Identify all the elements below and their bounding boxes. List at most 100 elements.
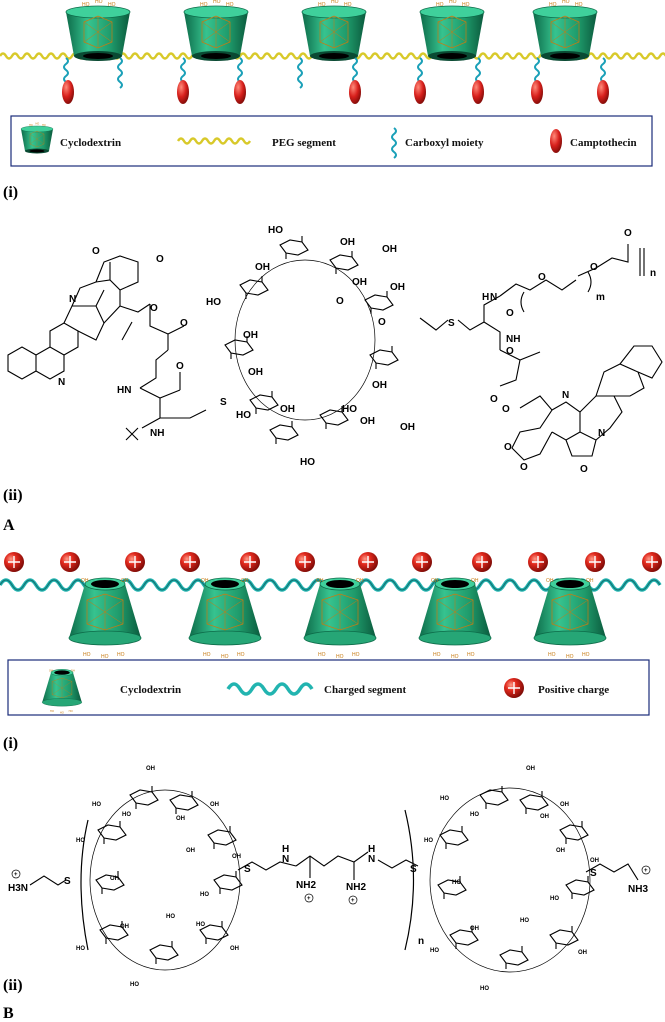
svg-text:S: S xyxy=(244,864,251,875)
camptothecin-2 xyxy=(177,80,189,104)
cd-unit-3 xyxy=(301,0,367,62)
svg-text:OH: OH xyxy=(230,946,239,952)
panel-b-label-i: (i) xyxy=(3,735,18,752)
charge-1 xyxy=(3,551,25,573)
camptothecin-4 xyxy=(349,80,361,104)
camptothecin-3 xyxy=(234,80,246,104)
svg-text:OH: OH xyxy=(372,380,387,391)
svg-text:HO: HO xyxy=(480,986,489,992)
svg-text:OH: OH xyxy=(248,367,263,378)
svg-text:O: O xyxy=(502,404,510,415)
panel-b-label-ii: (ii) xyxy=(3,977,23,994)
legend-a: Cyclodextrin PEG segment Carboxyl moiety… xyxy=(10,115,653,167)
svg-text:N: N xyxy=(598,428,605,439)
panel-a-label-ii: (ii) xyxy=(3,487,23,504)
svg-text:HO: HO xyxy=(424,838,433,844)
svg-text:HO: HO xyxy=(520,918,529,924)
b-left-cd-ring: OH HO HO OH OH HO OH OH OH HO OH HO HO H… xyxy=(76,766,243,988)
svg-text:HO: HO xyxy=(92,802,101,808)
svg-text:OH: OH xyxy=(578,950,587,956)
legend-b-cd-label: Cyclodextrin xyxy=(120,684,181,696)
charge-7 xyxy=(357,551,379,573)
svg-text:OH: OH xyxy=(176,816,185,822)
svg-text:H: H xyxy=(282,844,289,855)
cd-unit-2 xyxy=(183,0,249,62)
camptothecin-7 xyxy=(531,80,543,104)
legend-b-positive-label: Positive charge xyxy=(538,684,609,696)
charge-3 xyxy=(124,551,146,573)
svg-text:O: O xyxy=(490,394,498,405)
camptothecin-6 xyxy=(472,80,484,104)
svg-text:O: O xyxy=(580,464,588,475)
svg-text:+: + xyxy=(644,868,648,874)
charge-8 xyxy=(411,551,433,573)
svg-text:NH2: NH2 xyxy=(346,882,366,893)
svg-text:HO: HO xyxy=(452,880,461,886)
svg-text:HO: HO xyxy=(206,297,221,308)
svg-text:N: N xyxy=(368,854,375,865)
svg-text:OH: OH xyxy=(210,802,219,808)
svg-text:OH: OH xyxy=(400,422,415,433)
cd-unit-5 xyxy=(532,0,598,62)
svg-text:OH: OH xyxy=(232,854,241,860)
svg-text:O: O xyxy=(378,317,386,328)
camptothecin-8 xyxy=(597,80,609,104)
svg-text:OH: OH xyxy=(382,244,397,255)
svg-text:O: O xyxy=(180,318,188,329)
cd-b-unit-1 xyxy=(68,577,142,661)
legend-camptothecin-label: Camptothecin xyxy=(570,137,637,149)
svg-text:N: N xyxy=(490,292,497,303)
svg-text:OH: OH xyxy=(352,277,367,288)
svg-text:HO: HO xyxy=(76,838,85,844)
legend-b-charged-icon xyxy=(226,682,314,696)
panel-a-schematic xyxy=(0,0,665,104)
svg-text:OH: OH xyxy=(280,404,295,415)
svg-text:HO: HO xyxy=(76,946,85,952)
svg-text:+: + xyxy=(14,872,18,878)
svg-text:OH: OH xyxy=(470,926,479,932)
legend-camptothecin-icon xyxy=(550,129,562,153)
charge-9 xyxy=(471,551,493,573)
svg-text:HO: HO xyxy=(236,410,251,421)
cd-unit-1 xyxy=(65,0,131,62)
svg-text:O: O xyxy=(590,262,598,273)
svg-text:O: O xyxy=(156,254,164,265)
svg-text:OH: OH xyxy=(186,848,195,854)
svg-text:NH3: NH3 xyxy=(628,884,648,895)
charge-10 xyxy=(527,551,549,573)
camptothecin-1 xyxy=(62,80,74,104)
charge-2 xyxy=(59,551,81,573)
svg-text:OH: OH xyxy=(390,282,405,293)
svg-text:N: N xyxy=(282,854,289,865)
camptothecin-5 xyxy=(414,80,426,104)
svg-text:HN: HN xyxy=(117,385,131,396)
svg-text:O: O xyxy=(92,246,100,257)
legend-peg-icon xyxy=(176,137,252,145)
legend-carboxyl-label: Carboxyl moiety xyxy=(405,137,484,149)
cd-b-unit-2 xyxy=(188,577,262,661)
svg-text:HO: HO xyxy=(196,922,205,928)
svg-text:OH: OH xyxy=(120,924,129,930)
svg-text:N: N xyxy=(58,377,65,388)
carboxyl-2 xyxy=(117,57,123,89)
panel-a-letter: A xyxy=(3,517,15,534)
svg-text:OH: OH xyxy=(590,858,599,864)
carboxyl-5 xyxy=(297,57,303,89)
central-cd-ring: HO OH OH HO OH OH OH OH OH OH OH HO HO O… xyxy=(206,225,415,468)
svg-text:O: O xyxy=(150,303,158,314)
charge-5 xyxy=(239,551,261,573)
svg-text:H3N: H3N xyxy=(8,883,28,894)
svg-text:S: S xyxy=(590,868,597,879)
svg-text:HO: HO xyxy=(122,812,131,818)
svg-text:HO: HO xyxy=(470,812,479,818)
svg-text:HO: HO xyxy=(300,457,315,468)
b-right-cd-ring: OH HO HO OH OH HO OH OH HO HO OH HO HO H… xyxy=(424,766,599,992)
panel-a-label-i: (i) xyxy=(3,184,18,201)
svg-text:S: S xyxy=(220,397,227,408)
svg-text:S: S xyxy=(448,318,455,329)
legend-peg-label: PEG segment xyxy=(272,137,336,149)
svg-text:OH: OH xyxy=(255,262,270,273)
legend-b: Cyclodextrin Charged segment Positive ch… xyxy=(7,659,650,716)
svg-text:OH: OH xyxy=(560,802,569,808)
left-camptothecin: O O N N O O HN O NH S xyxy=(7,246,227,441)
